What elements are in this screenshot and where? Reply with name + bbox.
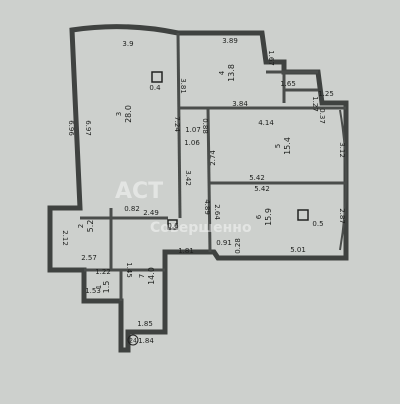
vent-box-a [151, 71, 163, 83]
wall-3-4 [176, 32, 182, 219]
dim-21: 0.82 [124, 205, 140, 213]
dim-29: 0.28 [234, 238, 242, 254]
dim-34: 1.53 [85, 287, 101, 295]
room-area: 5.2 [86, 220, 95, 233]
room-area: 14.0 [147, 267, 156, 285]
room-number: 7 [138, 274, 146, 278]
dim-12: 1.07 [185, 126, 201, 134]
vent-box-c [167, 219, 178, 230]
dim-24: 4.89 [203, 199, 211, 215]
dim-36: 1.84 [138, 337, 154, 345]
room-area: 13.8 [227, 64, 236, 82]
room-area: 15.4 [283, 137, 292, 155]
dim-26: 2.12 [61, 230, 69, 246]
watermark-brand: АСТ [115, 179, 163, 204]
window-arc [339, 109, 347, 251]
room-5-label: 5 15.4 [274, 137, 292, 155]
room-number: 4 [218, 70, 226, 75]
dim-13: 4.14 [258, 119, 274, 127]
dim-35: 1.85 [137, 320, 153, 328]
dim-11: 0.88 [201, 118, 209, 134]
room-number: 2 [77, 224, 85, 228]
room-3-label: 3 28.0 [115, 105, 133, 123]
dim-16: 2.74 [209, 150, 217, 166]
room-4-label: 4 13.8 [218, 64, 236, 82]
dim-27: 1.81 [178, 247, 194, 255]
room-2-label: 2 5.2 [77, 220, 95, 233]
inner-walls [80, 32, 346, 301]
dim-18: 5.42 [249, 174, 265, 182]
dim-9: 1.25 [318, 90, 334, 98]
room-area: 1.5 [102, 281, 111, 294]
dim-23: 2.64 [213, 204, 221, 220]
dim-8: 3.84 [232, 100, 248, 108]
dim-19: 5.42 [254, 185, 270, 193]
vent-box-b [297, 209, 309, 221]
dim-17: 3.12 [338, 142, 346, 158]
dim-20: 3.42 [184, 170, 192, 186]
dim-33: 1.45 [125, 262, 133, 278]
dim-28: 0.91 [216, 239, 232, 247]
dim-32: 1.22 [95, 268, 111, 276]
watermark-sub: Совершенно [150, 220, 252, 236]
dim-2: 6.96 [67, 120, 75, 136]
dimension-labels: 3.9 3.89 6.96 6.97 3.81 1.67 1.65 1.27 3… [61, 37, 346, 345]
room-area: 28.0 [124, 105, 133, 123]
room-area: 15.9 [264, 208, 273, 226]
vent-label-b: 0.5 [312, 220, 323, 228]
dim-1: 3.89 [222, 37, 238, 45]
dim-7: 1.27 [311, 96, 319, 112]
room-7-label: 7 14.0 [138, 267, 156, 285]
marker-circle [127, 334, 139, 346]
dim-3: 6.97 [84, 120, 92, 136]
dim-31: 2.57 [81, 254, 97, 262]
dim-25: 2.87 [338, 208, 346, 224]
dim-15: 7.24 [173, 116, 181, 132]
vent-label-a: 0.4 [149, 84, 161, 92]
dim-10: 0.37 [318, 108, 326, 124]
room-6-label: 6 15.9 [255, 208, 273, 226]
room-number: 5 [274, 144, 282, 148]
dim-22: 2.49 [143, 209, 159, 217]
room-number: 1 [95, 285, 103, 289]
room-number: 3 [115, 112, 123, 116]
dim-5: 1.67 [267, 50, 275, 66]
dim-30: 5.01 [290, 246, 306, 254]
dim-14: 1.06 [184, 139, 200, 147]
dim-0: 3.9 [122, 40, 133, 48]
room-1-label: 1 1.5 [95, 281, 111, 294]
marker-label: 24 [129, 338, 137, 345]
vent-label-c: 0.6 [167, 222, 179, 230]
dim-6: 1.65 [280, 80, 296, 88]
wall-5-left [206, 107, 212, 253]
dim-4: 3.81 [179, 78, 187, 94]
room-number: 6 [255, 214, 263, 219]
